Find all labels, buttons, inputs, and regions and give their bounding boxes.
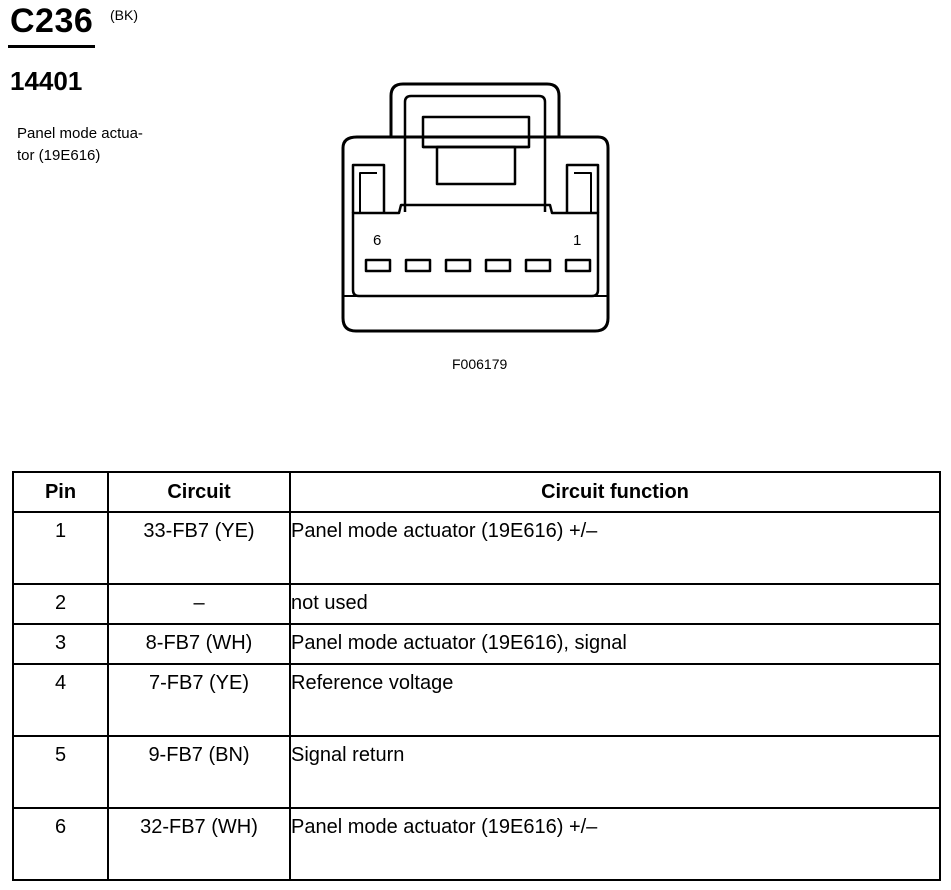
circuit-cell: 33-FB7 (YE) [107,511,291,585]
function-cell: Panel mode actuator (19E616) +/– [289,807,941,881]
terminal-cavity-1 [564,258,592,273]
circuit-cell: 9-FB7 (BN) [107,735,291,809]
connector-latch-inner [403,94,547,212]
function-cell: not used [289,583,941,625]
function-cell: Reference voltage [289,663,941,737]
circuit-cell: 8-FB7 (WH) [107,623,291,665]
connector-housing [341,135,610,333]
pin-cell: 1 [12,511,109,585]
header-circuit: Circuit [107,471,291,513]
connector-face [351,203,600,298]
latch-tab [435,145,517,186]
pin-cell: 4 [12,663,109,737]
part-number: 14401 [10,66,83,96]
connector-color: (BK) [110,7,138,23]
header-circuit-function: Circuit function [289,471,941,513]
table-row: 4 7-FB7 (YE) Reference voltage [12,663,941,737]
connector-id: C236 [10,2,94,40]
latch-slot [421,115,531,149]
function-cell: Panel mode actuator (19E616) +/– [289,511,941,585]
component-description: Panel mode actua- tor (19E616) [17,125,143,164]
table-row: 5 9-FB7 (BN) Signal return [12,735,941,809]
terminal-cavity-2 [524,258,552,273]
table-row: 2 – not used [12,583,941,625]
table-row: 3 8-FB7 (WH) Panel mode actuator (19E616… [12,623,941,665]
left-guide [351,163,386,213]
figure-id: F006179 [452,356,508,372]
right-guide [565,163,600,213]
table-header-row: Pin Circuit Circuit function [12,471,941,513]
terminal-cavity-6 [364,258,392,273]
terminal-cavity-4 [444,258,472,273]
pin-cell: 3 [12,623,109,665]
pin-label-6: 6 [373,232,381,249]
table-row: 6 32-FB7 (WH) Panel mode actuator (19E61… [12,807,941,881]
pin-label-1: 1 [573,232,581,249]
table-row: 1 33-FB7 (YE) Panel mode actuator (19E61… [12,511,941,585]
function-cell: Signal return [289,735,941,809]
pin-cell: 6 [12,807,109,881]
pin-cell: 2 [12,583,109,625]
pin-cell: 5 [12,735,109,809]
function-cell: Panel mode actuator (19E616), signal [289,623,941,665]
circuit-cell: 32-FB7 (WH) [107,807,291,881]
header-pin: Pin [12,471,109,513]
connector-id-underline [8,45,95,48]
circuit-cell: 7-FB7 (YE) [107,663,291,737]
terminal-cavity-5 [404,258,432,273]
circuit-cell: – [107,583,291,625]
pinout-table: Pin Circuit Circuit function 1 33-FB7 (Y… [12,471,941,881]
connector-face-drawing: 6 1 [341,82,610,333]
connector-latch [389,82,561,136]
terminal-cavity-3 [484,258,512,273]
